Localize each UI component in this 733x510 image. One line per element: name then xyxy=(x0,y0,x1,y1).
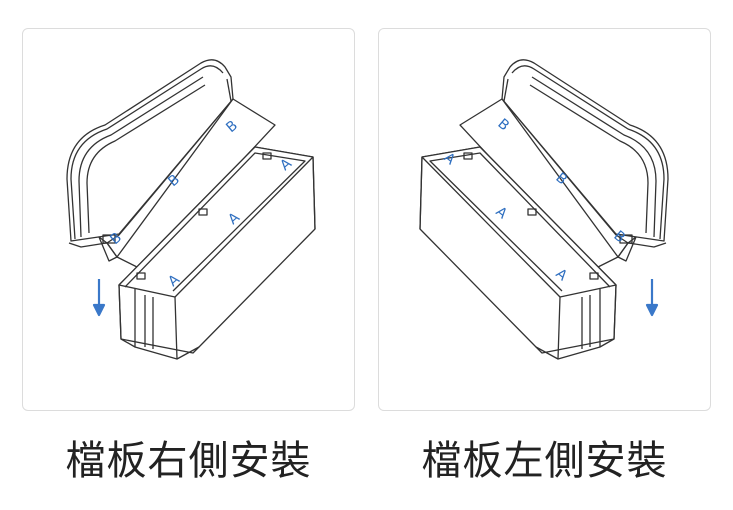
caption-left-install: 檔板左側安裝 xyxy=(421,438,668,484)
diagram-left-install: B B B A A A xyxy=(419,59,669,360)
arrow-down-icon xyxy=(92,279,106,317)
diagram-right-install: B B B A A A xyxy=(66,59,316,360)
diagram-panel-left-install: B B B A A A xyxy=(378,28,711,411)
caption-right-install: 檔板右側安裝 xyxy=(65,438,312,484)
arrow-down-icon xyxy=(645,279,659,317)
baffle-panel xyxy=(459,59,669,270)
baffle-panel xyxy=(66,59,276,270)
cable-box xyxy=(419,146,617,360)
diagram-panel-right-install: B B B A A A xyxy=(22,28,355,411)
cable-box xyxy=(118,146,316,360)
